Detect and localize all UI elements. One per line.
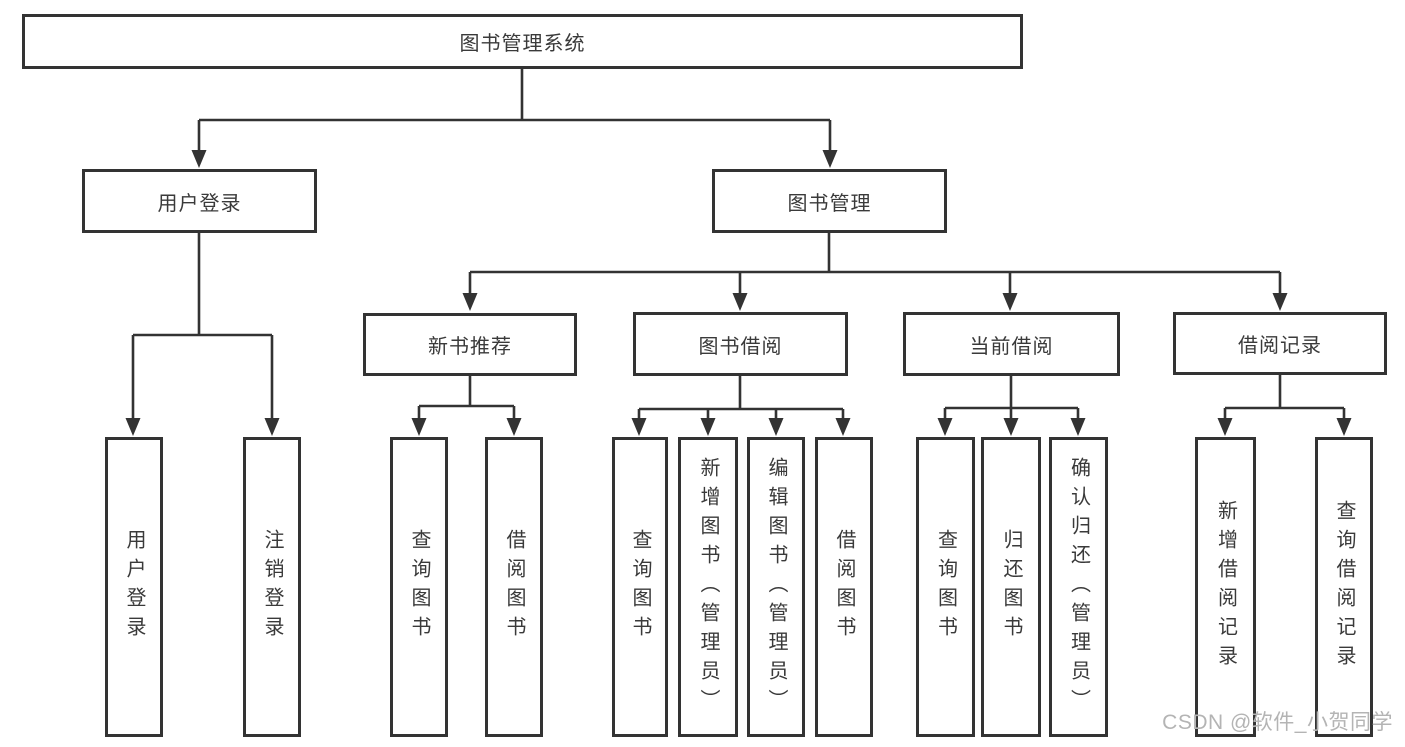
- node-box-leaf-user-login: 用户登录: [105, 437, 163, 737]
- node-box-leaf-query-books-1: 查询图书: [390, 437, 448, 737]
- node-box-leaf-borrow-books-2: 借阅图书: [815, 437, 873, 737]
- node-box-current-borrowing: 当前借阅: [903, 312, 1120, 376]
- node-box-book-management: 图书管理: [712, 169, 947, 233]
- node-box-leaf-edit-book-admin: 编辑图书（管理员）: [747, 437, 805, 737]
- node-box-leaf-query-borrow-record: 查询借阅记录: [1315, 437, 1373, 737]
- node-box-leaf-logout: 注销登录: [243, 437, 301, 737]
- node-box-leaf-confirm-return-admin: 确认归还（管理员）: [1049, 437, 1108, 737]
- node-box-leaf-query-books-3: 查询图书: [916, 437, 975, 737]
- node-box-user-login-module: 用户登录: [82, 169, 317, 233]
- node-box-leaf-return-book: 归还图书: [981, 437, 1041, 737]
- node-box-leaf-borrow-books-1: 借阅图书: [485, 437, 543, 737]
- node-box-root-system: 图书管理系统: [22, 14, 1023, 69]
- node-box-borrowing-records: 借阅记录: [1173, 312, 1387, 375]
- node-box-leaf-add-borrow-record: 新增借阅记录: [1195, 437, 1256, 737]
- node-box-leaf-query-books-2: 查询图书: [612, 437, 668, 737]
- node-box-new-book-recommend: 新书推荐: [363, 313, 577, 376]
- node-box-leaf-add-book-admin: 新增图书（管理员）: [678, 437, 738, 737]
- node-box-book-borrowing: 图书借阅: [633, 312, 848, 376]
- csdn-watermark: CSDN @软件_小贺同学: [1162, 711, 1393, 734]
